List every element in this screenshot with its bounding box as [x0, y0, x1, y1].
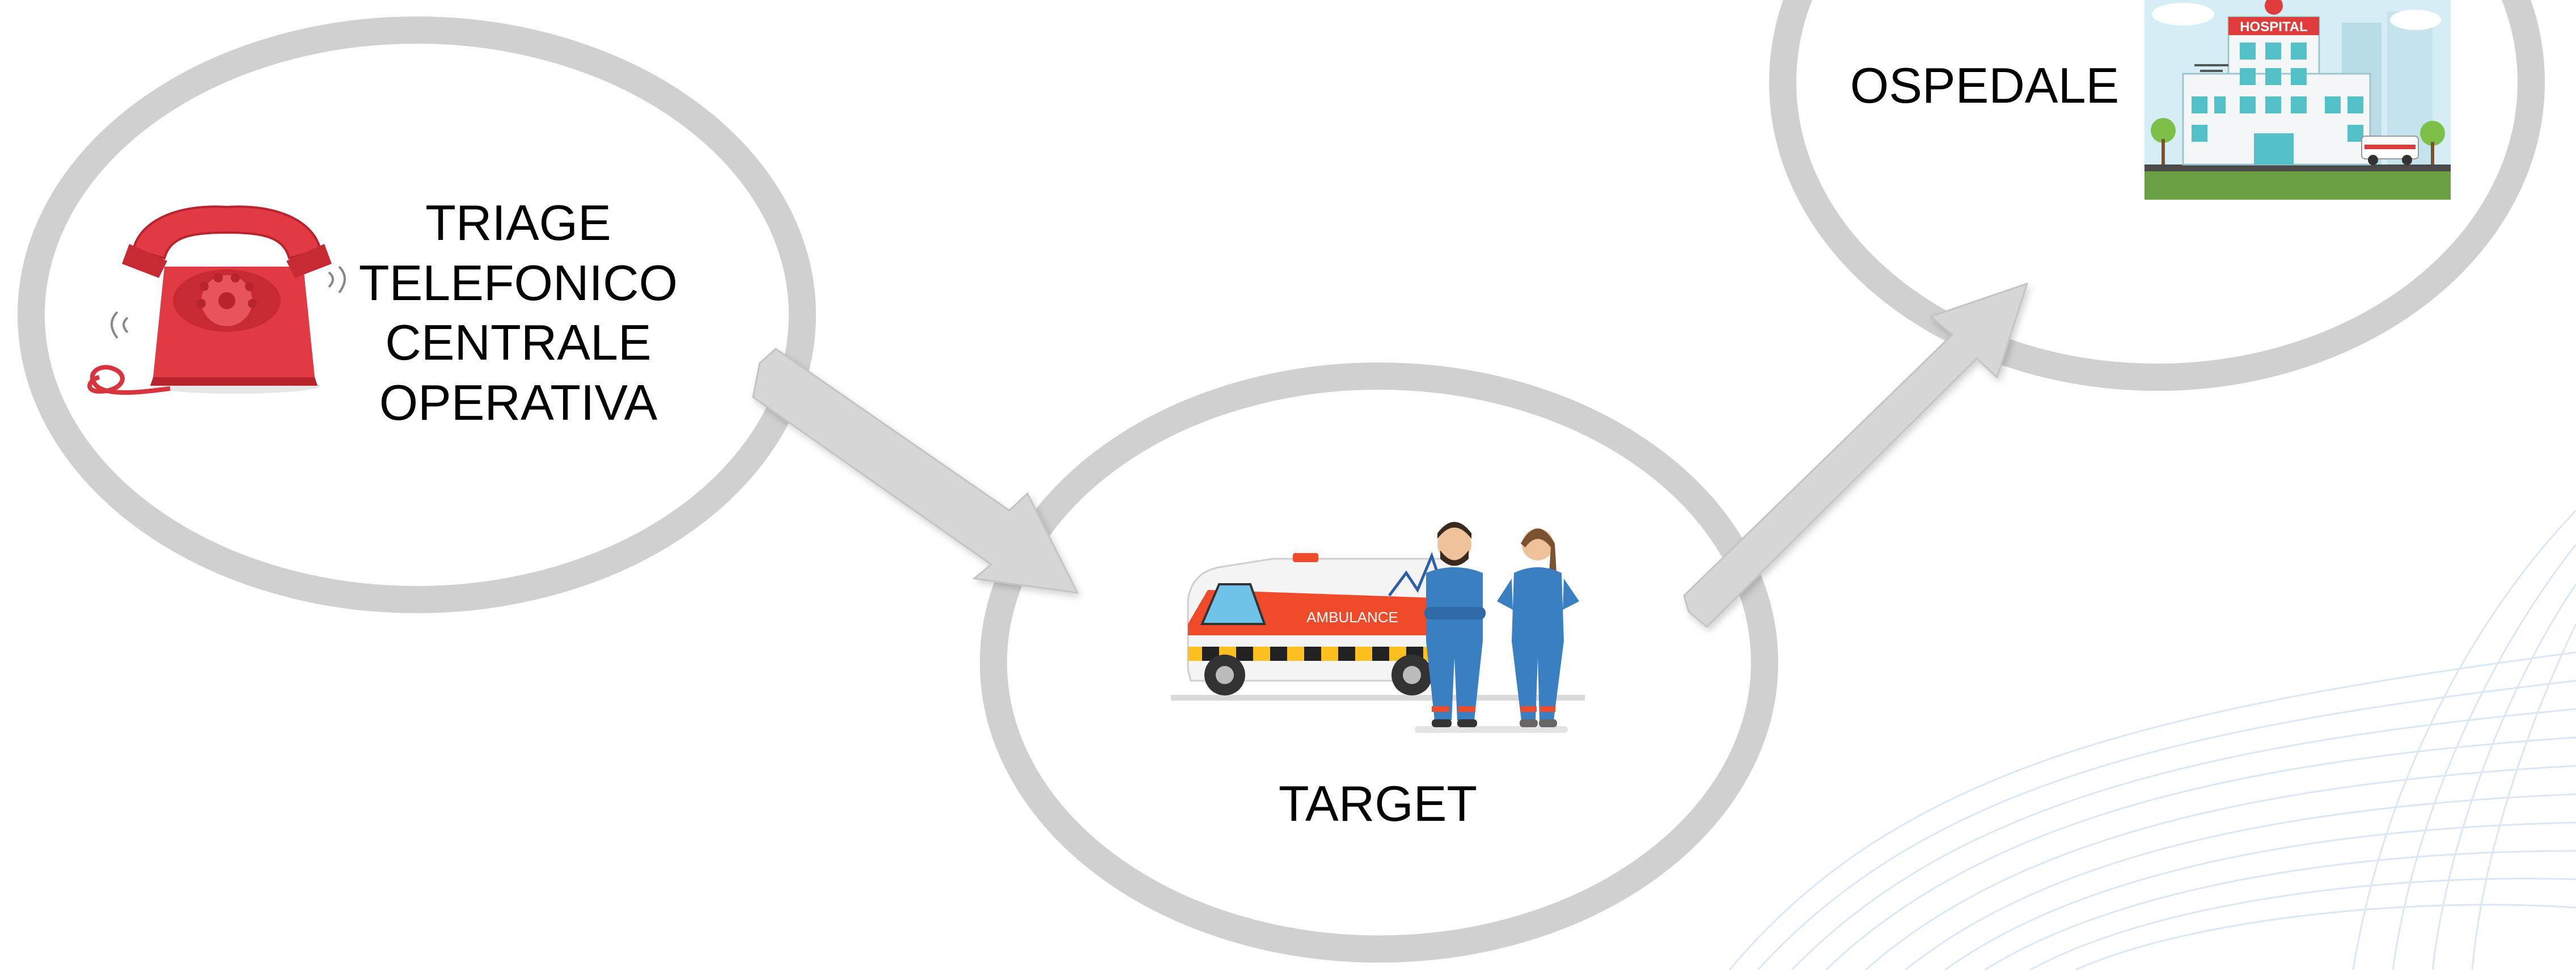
red-telephone-icon [87, 205, 346, 395]
male-paramedic [1424, 522, 1486, 727]
target-node-ellipse [980, 362, 1778, 963]
background-wave-decoration [1728, 509, 2576, 970]
female-paramedic [1497, 528, 1579, 727]
ospedale-node-label: OSPEDALE [1850, 57, 2120, 113]
hospital-illustration: HOSPITAL [2144, 0, 2451, 200]
triage-label-line-2: TELEFONICO [358, 254, 678, 311]
ambulance-side-text: AMBULANCE [1306, 609, 1398, 626]
triage-label-line-4: OPERATIVA [379, 374, 658, 431]
hospital-sign-text: HOSPITAL [2240, 19, 2308, 35]
triage-label-line-1: TRIAGE [425, 195, 611, 251]
ambulance-paramedics-illustration: AMBULANCE [1171, 522, 1585, 733]
triage-label-line-3: CENTRALE [385, 314, 652, 371]
ospedale-node-ellipse [1769, 0, 2545, 391]
triage-node-label: TRIAGE TELEFONICO CENTRALE OPERATIVA [337, 193, 700, 432]
arrow-triage-to-target [752, 348, 1079, 594]
target-node-label: TARGET [1278, 775, 1478, 832]
triage-node-ellipse [18, 16, 816, 613]
arrow-target-to-ospedale [1683, 282, 2029, 629]
